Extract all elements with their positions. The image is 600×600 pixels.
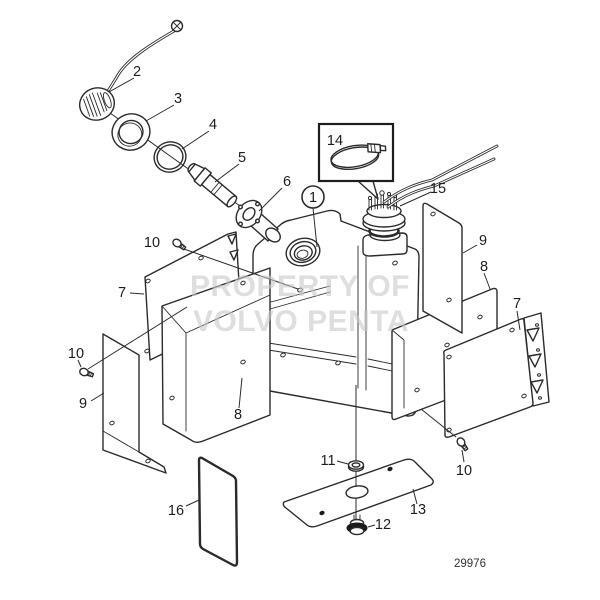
callout-11: 11 [320, 453, 335, 469]
clamp-callout-box [317, 122, 395, 200]
screw-10-right [456, 437, 469, 452]
fuel-tank [252, 144, 499, 417]
hose-clamp [330, 143, 387, 171]
flange-gusset [530, 379, 544, 394]
callout-4: 4 [209, 117, 217, 133]
fuel-sender [362, 190, 406, 238]
lanyard [106, 19, 184, 93]
callout-2: 2 [133, 64, 141, 80]
callout-15: 15 [430, 181, 446, 197]
callout-13: 13 [410, 502, 426, 518]
callout-6: 6 [283, 174, 291, 190]
callout-5: 5 [238, 150, 246, 166]
callout-7-left: 7 [118, 285, 126, 301]
callout-circle-1 [301, 185, 325, 248]
callout-14: 14 [327, 133, 343, 149]
screw-10-left [79, 367, 95, 378]
base-plate-13 [282, 458, 434, 528]
drawing-number: 29976 [454, 558, 486, 570]
callout-8-left: 8 [234, 407, 242, 423]
callout-9-left: 9 [79, 396, 87, 412]
callout-16: 16 [168, 503, 184, 519]
watermark-line2: VOLVO PENTA [193, 305, 409, 338]
fuel-lines [382, 144, 499, 209]
leader-lines [77, 77, 521, 528]
callout-7-right: 7 [513, 296, 521, 312]
pad-16 [197, 456, 239, 567]
lanyard-anchor-screw [170, 19, 184, 33]
watermark: PROPERTY OF VOLVO PENTA [190, 270, 410, 338]
plate-9-right [422, 202, 463, 334]
o-ring [153, 141, 187, 173]
bracket-7-right [443, 312, 550, 438]
flange-gusset [526, 327, 540, 342]
callout-labels: 1 2 3 4 5 6 7 7 8 8 9 9 10 10 10 11 12 1… [68, 64, 521, 533]
fuel-cap [78, 87, 116, 121]
callout-10-right: 10 [456, 463, 472, 479]
grommet-11 [347, 460, 365, 472]
plate-9-left [102, 333, 167, 474]
screw-10-top [172, 238, 187, 251]
callout-9-right: 9 [479, 233, 487, 249]
callout-12: 12 [375, 517, 391, 533]
callout-3: 3 [174, 91, 182, 107]
callout-10-left: 10 [68, 346, 84, 362]
watermark-line1: PROPERTY OF [190, 270, 410, 303]
filler-neck-hose [187, 163, 238, 208]
callout-8-right: 8 [480, 259, 488, 275]
cap-ring [111, 113, 151, 151]
bracket-tab [229, 249, 239, 261]
drain-plug-12 [346, 514, 368, 536]
callout-1: 1 [309, 190, 317, 206]
callout-pointer [357, 180, 379, 200]
tank-fitting [235, 199, 281, 243]
callout-10-top: 10 [144, 235, 160, 251]
filler-opening [285, 237, 321, 267]
bracket-tab [227, 233, 237, 245]
flange-gusset [528, 353, 542, 368]
panel-8-left [161, 267, 271, 443]
